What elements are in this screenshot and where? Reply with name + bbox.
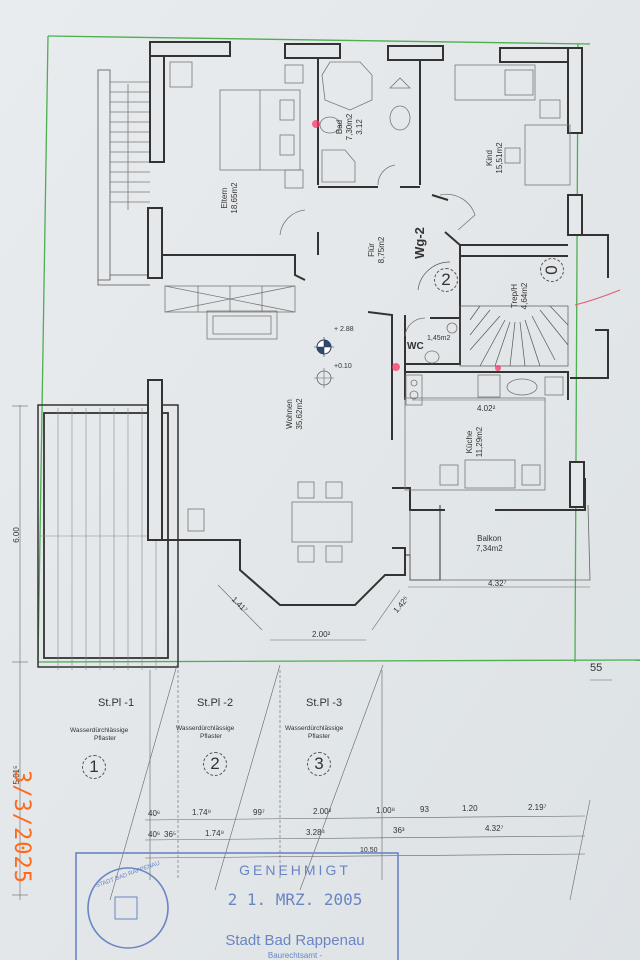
terrace — [37, 404, 179, 670]
room-wc-area: 1,45m2 — [427, 335, 451, 342]
room-kueche: Küche 11,29m2 — [465, 417, 485, 467]
room-kind: Kind 15,51m2 — [485, 133, 505, 183]
room-area: 18,65m2 — [230, 182, 239, 214]
parking-note: Pflaster — [94, 735, 117, 742]
room-name: Trep/H — [510, 283, 519, 309]
room-area: 7,34m2 — [476, 544, 503, 553]
dim-row1-2: 99⁷ — [253, 808, 265, 817]
dim-row2-1: 36⁵ — [164, 830, 177, 839]
room-flur: Flür 8,75m2 — [367, 225, 387, 275]
dim-row2-5: 4.32⁷ — [485, 824, 504, 833]
dim-row2-0: 40⁶ — [148, 830, 161, 839]
room-area: 15,51m2 — [495, 142, 504, 174]
dim-left-upper: 6.00 — [12, 527, 21, 543]
parking-number: 2 — [203, 752, 227, 776]
kueche-furniture — [404, 374, 564, 491]
level-top: + 2.88 — [334, 326, 354, 333]
room-balkon: Balkon 7,34m2 — [476, 534, 503, 554]
room-area: 4,64m2 — [520, 282, 529, 310]
room-name: Balkon — [477, 534, 502, 543]
wc-fixtures — [404, 317, 458, 364]
dim-kitchen-width: 4.02² — [477, 404, 496, 413]
stamp-office: Baurechtsamt - — [267, 951, 323, 960]
parking-note: Wasserdürchlässige — [70, 727, 129, 734]
stair-circle: 0 — [540, 258, 564, 282]
room-name: Küche — [465, 430, 474, 454]
dim-row1-0: 40⁶ — [148, 809, 161, 818]
room-area: 7,30m2 — [345, 113, 354, 141]
dim-row1-3: 2.00² — [313, 807, 332, 816]
dim-row2-4: 36³ — [393, 826, 405, 835]
room-name: WC — [407, 341, 424, 352]
room-area: 8,75m2 — [377, 236, 386, 264]
room-area: 11,29m2 — [475, 426, 484, 458]
unit-label: Wg-2 — [412, 227, 427, 259]
stamp-authority: Stadt Bad Rappenau — [225, 932, 365, 949]
room-name: Kind — [485, 150, 494, 167]
bad-fixtures — [319, 61, 411, 186]
stamp-approved: GENEHMIGT — [239, 862, 351, 878]
wohnen-furniture — [164, 285, 353, 563]
dim-row2-3: 3.28⁴ — [306, 828, 326, 837]
dim-row1-7: 2.19⁷ — [528, 803, 547, 812]
level-bottom: +0.10 — [334, 363, 352, 370]
parking-number: 1 — [82, 755, 106, 779]
room-wohnen: Wohnen 35,62m2 — [285, 384, 305, 444]
parking-number: 3 — [307, 752, 331, 776]
room-extra: 3.12 — [355, 119, 364, 135]
parking-label: St.Pl -1 — [98, 697, 135, 709]
stamp-date: 2 1. MRZ. 2005 — [227, 890, 363, 909]
approval-stamp-frame — [75, 852, 399, 960]
eltern-furniture — [169, 61, 306, 236]
kind-furniture — [439, 64, 571, 231]
dimension-lines — [12, 399, 612, 901]
parking-label: St.Pl -3 — [306, 697, 343, 709]
unit-circle: 2 — [434, 268, 458, 292]
parking-note: Pflaster — [200, 733, 223, 740]
photo-date-stamp: 3/3/2025 — [9, 770, 34, 884]
dim-bay-center: 2.00² — [312, 630, 331, 639]
room-name: Eltern — [220, 187, 229, 209]
level-markers — [314, 337, 334, 388]
dim-row2-2: 1.74⁹ — [205, 829, 224, 838]
walls — [147, 41, 609, 606]
parking-note: Wasserdürchlässige — [285, 725, 344, 732]
room-name: Flür — [367, 243, 376, 257]
room-area: 35,62m2 — [295, 398, 304, 430]
parking-note: Wasserdürchlässige — [176, 725, 235, 732]
interior-stair — [417, 261, 569, 367]
dim-row1-5: 93 — [420, 805, 429, 814]
room-wc: WC — [407, 342, 424, 352]
parking-note: Pflaster — [308, 733, 331, 740]
dim-total: 10.50 — [360, 847, 378, 854]
room-name: Bad — [335, 119, 344, 135]
dim-row1-1: 1.74⁹ — [192, 808, 211, 817]
room-treph: Trep/H 4,64m2 — [510, 271, 530, 321]
dim-right-margin: 55 — [590, 662, 603, 674]
room-name: Wohnen — [285, 399, 294, 429]
balkon-outline — [409, 504, 591, 581]
exterior-stair — [97, 69, 150, 286]
property-line — [37, 35, 640, 663]
room-bad: Bad 7,30m2 3.12 — [335, 102, 365, 152]
room-eltern: Eltern 18,65m2 — [220, 173, 240, 223]
dim-row1-6: 1.20 — [462, 804, 478, 813]
dim-balkon-width: 4.32⁷ — [488, 579, 507, 588]
parking-label: St.Pl -2 — [197, 697, 234, 709]
dim-row1-4: 1.00⁸ — [376, 806, 395, 815]
